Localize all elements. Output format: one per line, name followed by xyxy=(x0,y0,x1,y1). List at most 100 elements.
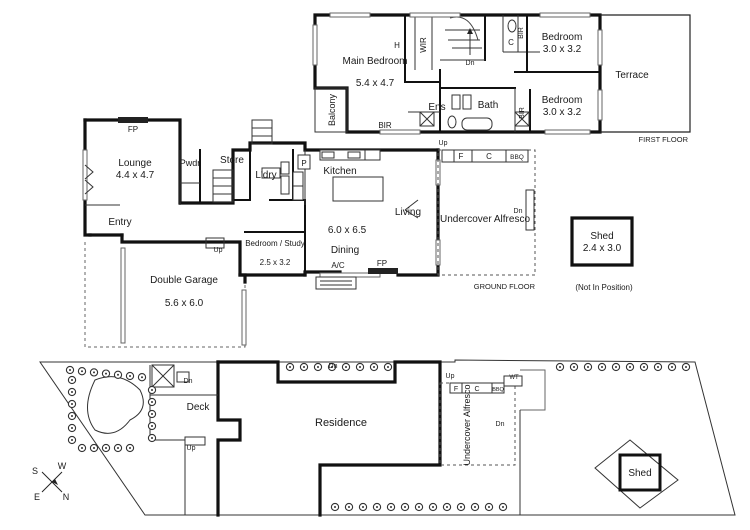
tree-center xyxy=(117,373,119,376)
tree-center xyxy=(559,366,561,368)
terrace-label: Terrace xyxy=(615,70,649,81)
balcony-label: Balcony xyxy=(327,93,337,126)
tree-center xyxy=(151,425,153,427)
walk-in-robe-label: WIR xyxy=(419,37,428,53)
tree-center xyxy=(432,506,434,508)
h-label: H xyxy=(394,41,400,50)
first-floor-plan: Main Bedroom 5.4 x 4.7 Bedroom 3.0 x 3.2… xyxy=(312,12,691,144)
shed-label: Shed xyxy=(590,231,613,242)
tree-center xyxy=(105,372,107,375)
entry-up-label: Up xyxy=(214,247,223,254)
fridge-label: F xyxy=(459,152,464,161)
site-c-label: C xyxy=(474,386,479,393)
store-label: Store xyxy=(220,155,244,166)
tree-center xyxy=(488,506,490,508)
tree-center xyxy=(348,506,350,508)
dining-label: Dining xyxy=(331,245,359,256)
garage-label: Double Garage xyxy=(150,275,218,286)
compass-n: N xyxy=(63,492,70,502)
tree-center xyxy=(418,506,420,508)
tree-center xyxy=(474,506,476,508)
tree-center xyxy=(71,439,73,441)
site-dn-label-alfresco: Dn xyxy=(496,421,505,428)
ground-floor-level-label: GROUND FLOOR xyxy=(474,282,536,291)
laundry-label: L'dry xyxy=(255,170,276,181)
first-floor-level-label: FIRST FLOOR xyxy=(639,135,689,144)
shed-note: (Not In Position) xyxy=(575,283,633,292)
tree-center xyxy=(629,366,631,368)
tree-center xyxy=(69,369,71,371)
tree-center xyxy=(671,366,673,368)
living-label: Living xyxy=(395,207,421,218)
tree-center xyxy=(345,366,347,368)
lounge-fireplace-label: FP xyxy=(128,125,138,134)
tree-center xyxy=(129,375,131,377)
living-size: 6.0 x 6.5 xyxy=(328,225,367,236)
bedroom-3-label: Bedroom xyxy=(542,95,583,106)
ground-floor-plan: Lounge 4.4 x 4.7 FP Pwdr Store L'dry Kit… xyxy=(82,117,634,348)
tree-center xyxy=(404,506,406,508)
site-up-label-deck: Up xyxy=(187,445,196,452)
tree-center xyxy=(129,447,131,449)
tree-center xyxy=(71,391,73,393)
tree-center xyxy=(141,376,143,379)
main-bedroom-label: Main Bedroom xyxy=(342,56,407,67)
compass-w: W xyxy=(58,461,67,471)
tree-center xyxy=(657,366,659,368)
shed-plan: Shed 2.4 x 3.0 (Not In Position) xyxy=(570,216,634,292)
site-up-label: Up xyxy=(446,373,455,380)
tree-center xyxy=(303,366,305,368)
dining-fireplace-label: FP xyxy=(377,259,387,268)
alfresco-label: Undercover Alfresco xyxy=(440,214,530,225)
tree-center xyxy=(643,366,645,368)
tree-center xyxy=(601,366,603,368)
site-shed-label: Shed xyxy=(628,468,651,479)
air-con-label: A/C xyxy=(331,261,345,270)
tree-center xyxy=(573,366,575,368)
tree-center xyxy=(359,366,361,368)
tree-center xyxy=(446,506,448,508)
ground-c-label: C xyxy=(486,152,492,161)
bir-label-top: BIR xyxy=(518,27,525,39)
tree-center xyxy=(105,447,107,449)
tree-center xyxy=(81,447,83,449)
tree-center xyxy=(685,366,687,368)
tree-center xyxy=(502,506,504,508)
ground-floor-stair xyxy=(212,119,273,203)
deck-label: Deck xyxy=(187,402,211,413)
compass-rose: S W E N xyxy=(32,461,69,502)
bedroom-3-size: 3.0 x 3.2 xyxy=(543,107,582,118)
pantry-label: P xyxy=(301,159,306,168)
compass-s: S xyxy=(32,466,38,476)
site-fridge-label: F xyxy=(454,386,458,393)
tree-center xyxy=(615,366,617,368)
main-bedroom-size: 5.4 x 4.7 xyxy=(356,78,395,89)
bath-label: Bath xyxy=(478,100,499,111)
powder-room-label: Pwdr xyxy=(180,158,201,168)
site-dn-label-north: Dn xyxy=(329,363,338,370)
lounge-size: 4.4 x 4.7 xyxy=(116,170,155,181)
water-tank-label: WT xyxy=(509,375,519,381)
first-floor-dn-label: Dn xyxy=(466,60,475,67)
site-trees xyxy=(65,362,691,512)
tree-center xyxy=(387,366,389,368)
tree-center xyxy=(151,401,153,403)
site-bbq-label: BBQ xyxy=(492,387,504,393)
tree-center xyxy=(81,370,83,373)
ground-dn-label: Dn xyxy=(514,208,523,215)
first-floor-c-label: C xyxy=(508,38,514,47)
residence-label: Residence xyxy=(315,417,367,429)
site-dn-label-deck: Dn xyxy=(184,378,193,385)
ground-up-label: Up xyxy=(439,140,448,147)
tree-center xyxy=(71,403,73,405)
bedroom-study-size: 2.5 x 3.2 xyxy=(260,258,291,267)
tree-center xyxy=(71,379,73,381)
bir-label-bottom: BIR xyxy=(378,121,392,130)
tree-center xyxy=(390,506,392,508)
tree-center xyxy=(151,413,153,415)
tree-center xyxy=(373,366,375,368)
tree-center xyxy=(460,506,462,508)
tree-center xyxy=(376,506,378,508)
tree-center xyxy=(117,447,119,449)
